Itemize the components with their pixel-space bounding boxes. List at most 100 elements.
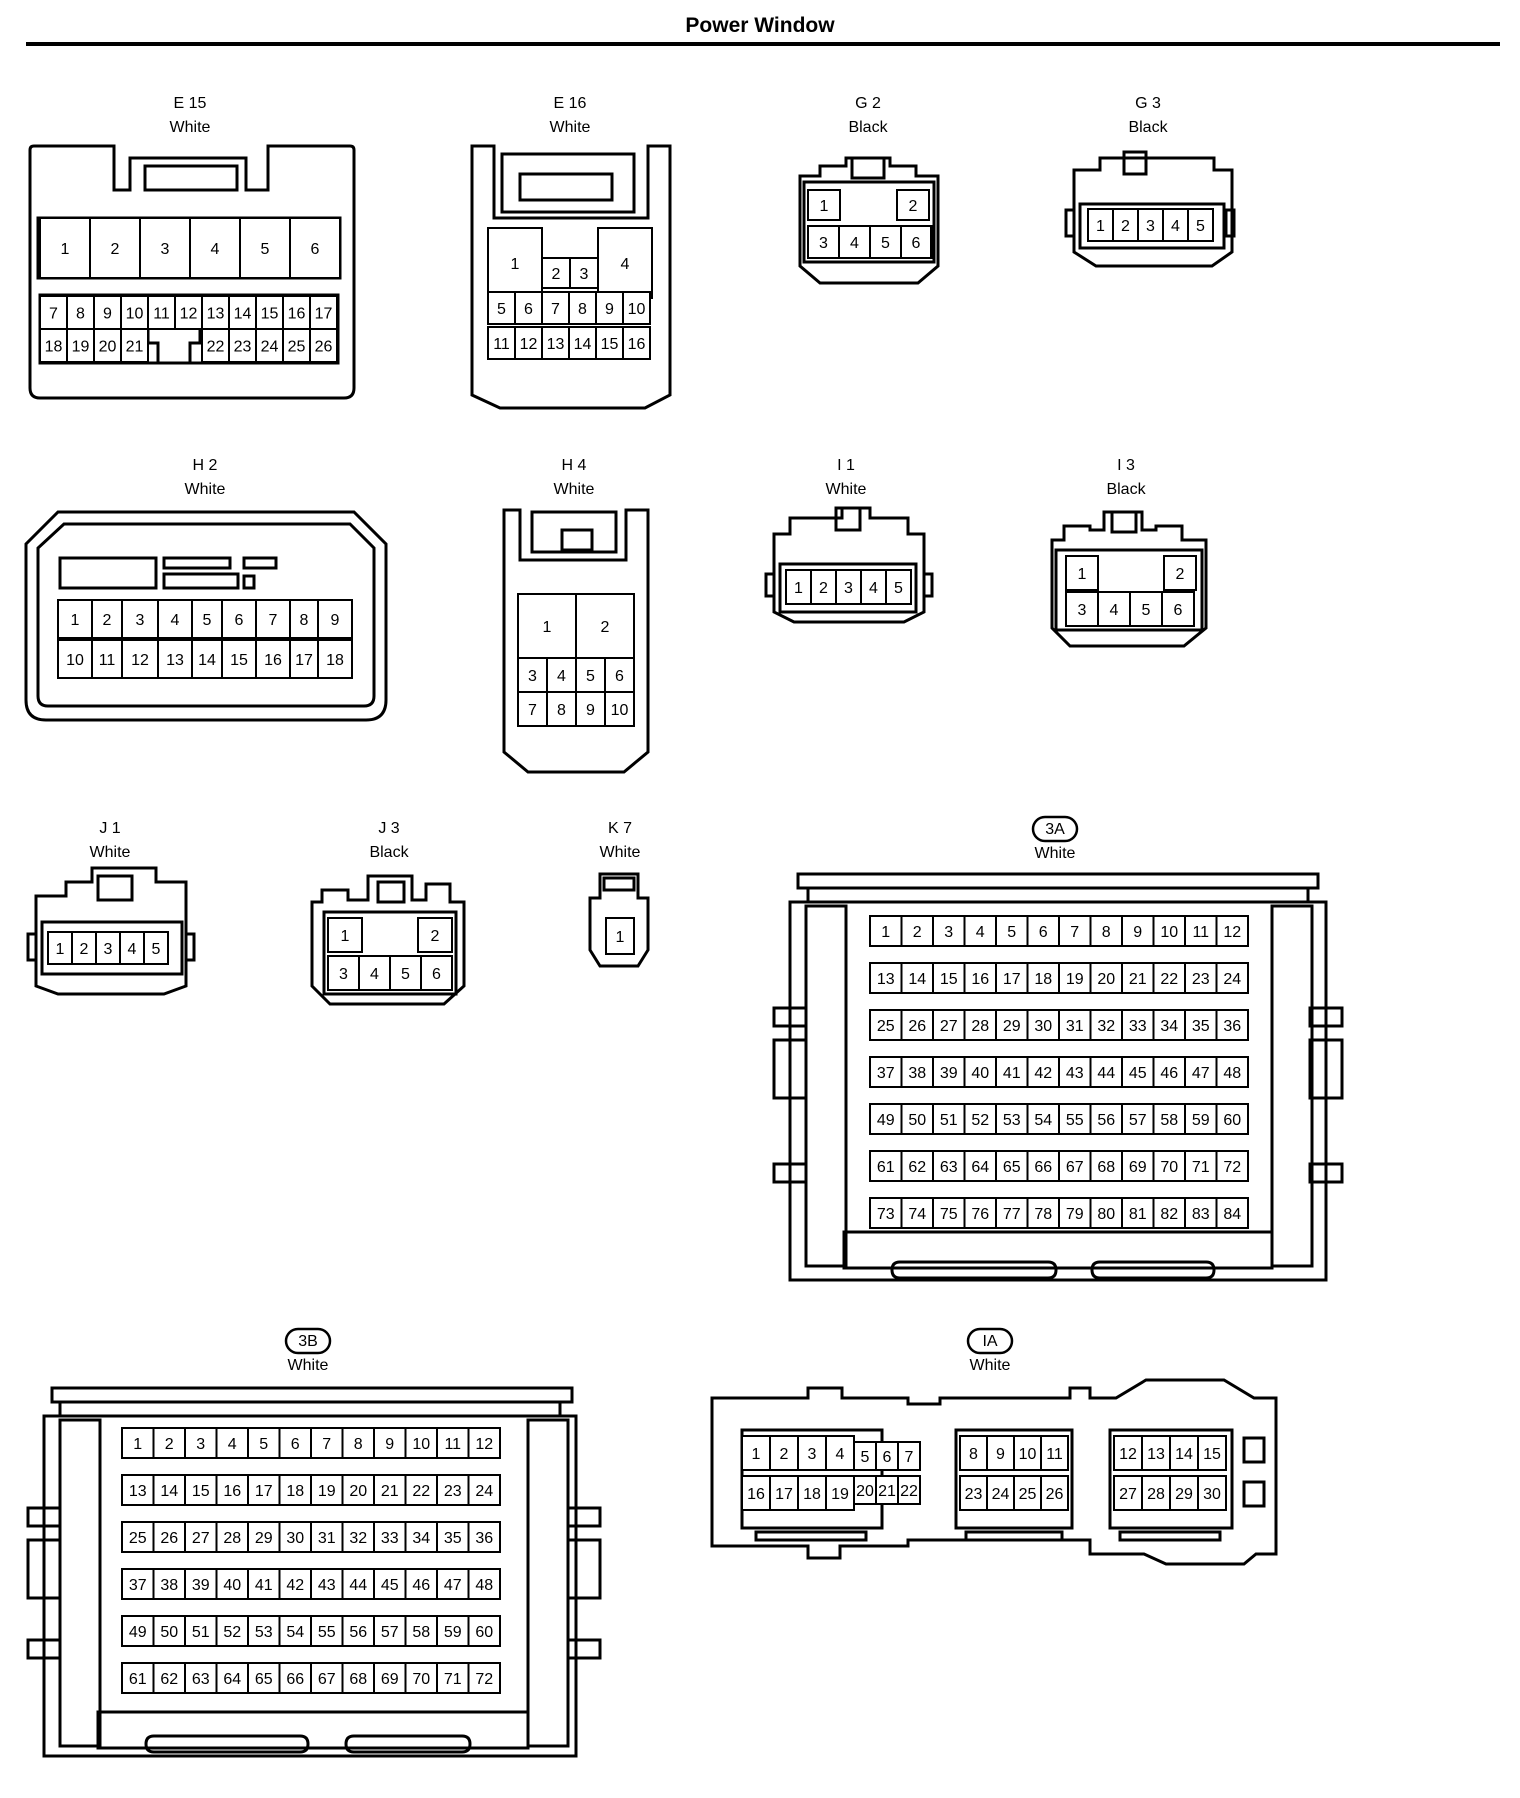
i3-pin-cell [1065, 555, 1099, 591]
g2-pin-6: 6 [912, 235, 921, 252]
g2-pin-5: 5 [881, 235, 890, 252]
cia-code-badge [966, 1327, 1014, 1355]
title-rule [26, 42, 1500, 46]
c3a-pin-62: 62 [908, 1159, 926, 1176]
c3a-pin-31: 31 [1066, 1018, 1084, 1035]
c3a-pin-74: 74 [908, 1206, 926, 1223]
h4-pin-cell [517, 593, 577, 659]
e16-pin-1: 1 [511, 256, 520, 273]
c3a-pin-69: 69 [1129, 1159, 1147, 1176]
c3b-pin-40: 40 [223, 1577, 241, 1594]
cia-pin-cell [1040, 1475, 1069, 1511]
cia-pin-cell [1141, 1435, 1171, 1471]
c3b-pin-cell [121, 1568, 155, 1600]
c3a-pin-81: 81 [1129, 1206, 1147, 1223]
c3a-pin-46: 46 [1160, 1065, 1178, 1082]
h2-pin-11: 11 [99, 652, 116, 669]
h4-pin-cell [517, 691, 548, 727]
c3b-pin-6: 6 [291, 1436, 300, 1453]
e15-pin-20: 20 [99, 339, 117, 356]
c3b-pin-cell [404, 1521, 438, 1553]
c3b-pin-cell [121, 1615, 155, 1647]
h4-pin-10: 10 [611, 702, 629, 719]
e16-pin-cell [487, 291, 516, 325]
c3a-pin-60: 60 [1223, 1112, 1241, 1129]
e16-pin-8: 8 [578, 301, 587, 318]
h2-pin-cell [255, 599, 291, 639]
c3b-pin-cell [467, 1615, 501, 1647]
cia-pin-23: 23 [965, 1486, 983, 1503]
c3b-pin-50: 50 [160, 1624, 178, 1641]
c3b-pin-cell [215, 1615, 249, 1647]
j1-pin-3: 3 [104, 941, 113, 958]
cia-pin-24: 24 [992, 1486, 1010, 1503]
cia-pin-29: 29 [1175, 1486, 1193, 1503]
c3a-pin-8: 8 [1102, 924, 1111, 941]
c3a-pin-cell [1089, 1103, 1123, 1135]
g3-pin-1: 1 [1096, 218, 1105, 235]
c3b-pin-cell [467, 1474, 501, 1506]
cia-pin-cell [741, 1435, 771, 1471]
c3a-pin-cell [1215, 1103, 1249, 1135]
h4-pin-6: 6 [615, 668, 624, 685]
e15-pin-1: 1 [61, 241, 70, 258]
c3b-pin-17: 17 [255, 1483, 273, 1500]
e16-pin-cell [622, 326, 651, 360]
e15-pin-cell [309, 295, 338, 330]
g2-pin-cell [900, 225, 932, 259]
h4-pin-9: 9 [586, 702, 595, 719]
h2-pin-cell [221, 599, 257, 639]
cia-pin-25: 25 [1019, 1486, 1037, 1503]
i3-connector-color: Black [1106, 481, 1146, 498]
cia-pin-30: 30 [1203, 1486, 1221, 1503]
cia-pin-cell [1013, 1475, 1042, 1511]
c3a-pin-71: 71 [1192, 1159, 1210, 1176]
h2-pin-cell [289, 639, 319, 679]
c3a-pin-76: 76 [971, 1206, 989, 1223]
cia-pin-cell [1197, 1435, 1227, 1471]
c3a-pin-34: 34 [1160, 1018, 1178, 1035]
i1-pin-1: 1 [794, 580, 803, 597]
c3b-pin-41: 41 [255, 1577, 273, 1594]
c3a-pin-50: 50 [908, 1112, 926, 1129]
e16-pin-5: 5 [497, 301, 506, 318]
h4-pin-cell [575, 593, 635, 659]
c3b-pin-54: 54 [286, 1624, 304, 1641]
h2-pin-17: 17 [295, 652, 313, 669]
e15-pin-17: 17 [315, 306, 333, 323]
c3b-pin-8: 8 [354, 1436, 363, 1453]
c3b-pin-cell [436, 1427, 470, 1459]
c3b-pin-cell [184, 1474, 218, 1506]
c3a-pin-5: 5 [1007, 924, 1016, 941]
c3a-pin-58: 58 [1160, 1112, 1178, 1129]
i3-pin-cell [1129, 591, 1163, 627]
c3a-pin-47: 47 [1192, 1065, 1210, 1082]
c3b-pin-5: 5 [259, 1436, 268, 1453]
c3a-pin-64: 64 [971, 1159, 989, 1176]
e15-pin-18: 18 [45, 339, 63, 356]
c3b-pin-23: 23 [444, 1483, 462, 1500]
c3a-pin-cell [1184, 1197, 1218, 1229]
e15-pin-cell [147, 295, 176, 330]
k7-connector-code: K 7 [608, 820, 632, 837]
c3a-pin-cell [1184, 962, 1218, 994]
c3b-pin-cell [152, 1615, 186, 1647]
c3a-pin-57: 57 [1129, 1112, 1147, 1129]
c3a-pin-26: 26 [908, 1018, 926, 1035]
c3a-pin-cell [1121, 1150, 1155, 1182]
c3a-pin-cell [1121, 1056, 1155, 1088]
h2-pin-16: 16 [264, 652, 282, 669]
c3b-pin-62: 62 [160, 1671, 178, 1688]
e15-pin-3: 3 [161, 241, 170, 258]
e16-pin-cell [541, 257, 571, 289]
e15-pin-6: 6 [311, 241, 320, 258]
e16-pin-15: 15 [601, 336, 619, 353]
e16-pin-7: 7 [551, 301, 560, 318]
g3-pin-2: 2 [1121, 218, 1130, 235]
cia-pin-21: 21 [878, 1483, 896, 1500]
c3a-pin-cell [1058, 1197, 1092, 1229]
c3b-pin-cell [247, 1568, 281, 1600]
h4-pin-cell [604, 691, 635, 727]
c3b-pin-cell [184, 1662, 218, 1694]
g2-connector-code: G 2 [855, 95, 881, 112]
